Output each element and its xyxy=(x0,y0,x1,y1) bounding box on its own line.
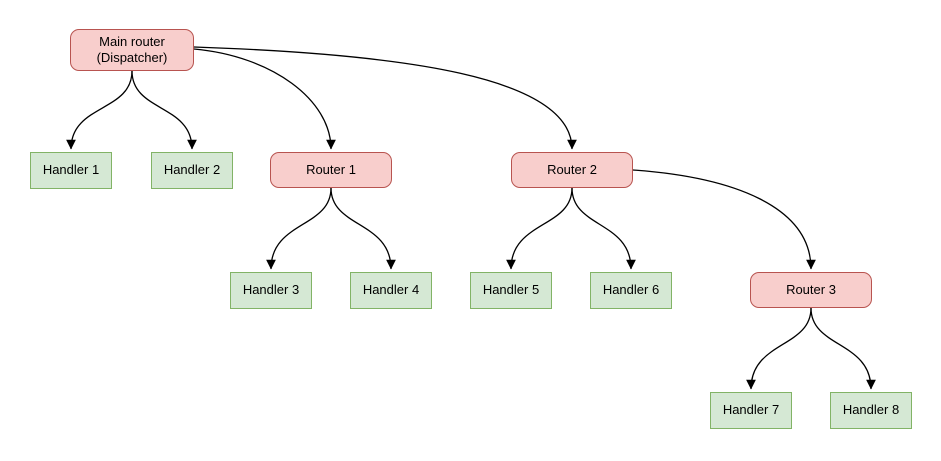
node-handler-7: Handler 7 xyxy=(710,392,792,429)
node-handler-3-label: Handler 3 xyxy=(242,282,300,298)
node-router-1-label: Router 1 xyxy=(306,161,356,177)
node-router-1: Router 1 xyxy=(270,152,392,188)
node-handler-1: Handler 1 xyxy=(30,152,112,189)
node-handler-3: Handler 3 xyxy=(230,272,312,309)
node-handler-2: Handler 2 xyxy=(151,152,233,189)
edge-router1-to-handler4 xyxy=(330,187,396,270)
edge-router2-to-router3 xyxy=(632,169,816,270)
edge-main-to-router1 xyxy=(193,48,336,150)
edge-main-to-handler1 xyxy=(66,70,133,150)
node-main-router-label: Main router (Dispatcher) xyxy=(96,33,168,65)
edge-main-to-router2 xyxy=(193,46,577,150)
node-handler-6: Handler 6 xyxy=(590,272,672,309)
node-handler-8: Handler 8 xyxy=(830,392,912,429)
node-handler-8-label: Handler 8 xyxy=(842,402,900,418)
edge-router2-to-handler5 xyxy=(506,187,573,270)
node-handler-5-label: Handler 5 xyxy=(482,282,540,298)
node-handler-1-label: Handler 1 xyxy=(42,162,100,178)
edge-router1-to-handler3 xyxy=(266,187,332,270)
node-handler-2-label: Handler 2 xyxy=(163,162,221,178)
node-handler-4-label: Handler 4 xyxy=(362,282,420,298)
edge-router2-to-handler6 xyxy=(571,187,636,270)
node-handler-6-label: Handler 6 xyxy=(602,282,660,298)
node-router-2-label: Router 2 xyxy=(547,161,597,177)
node-handler-5: Handler 5 xyxy=(470,272,552,309)
node-handler-7-label: Handler 7 xyxy=(722,402,780,418)
node-main-router: Main router (Dispatcher) xyxy=(70,29,194,71)
node-router-2: Router 2 xyxy=(511,152,633,188)
edge-router3-to-handler8 xyxy=(810,307,876,390)
node-router-3: Router 3 xyxy=(750,272,872,308)
node-handler-4: Handler 4 xyxy=(350,272,432,309)
edge-main-to-handler2 xyxy=(131,70,197,150)
edge-router3-to-handler7 xyxy=(746,307,812,390)
node-router-3-label: Router 3 xyxy=(786,281,836,297)
